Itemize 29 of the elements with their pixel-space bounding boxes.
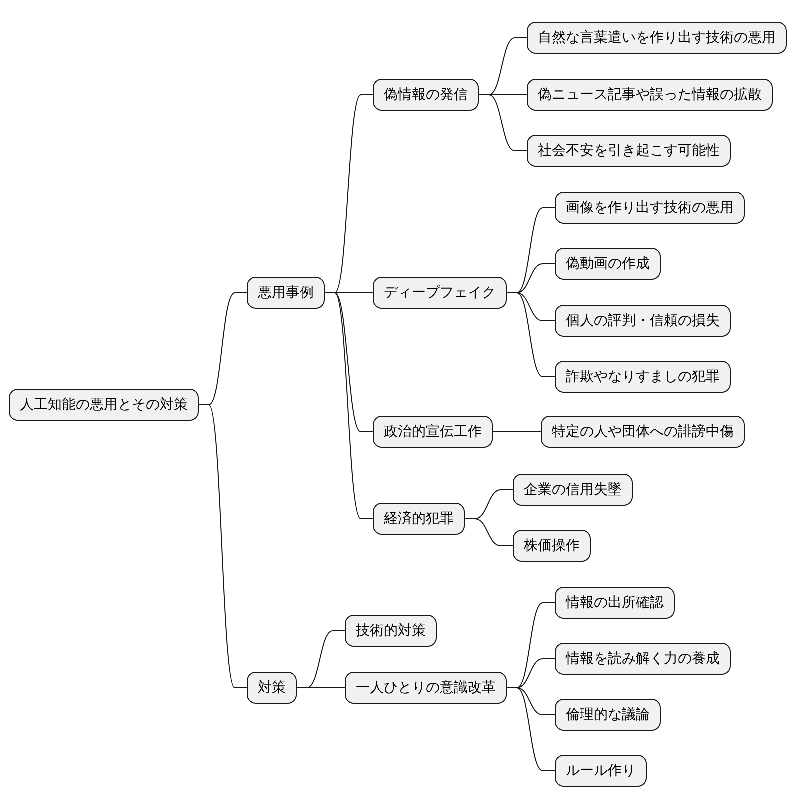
connector-line [464, 518, 514, 546]
topic-box: 人工知能の悪用とその対策 [9, 389, 199, 421]
topic-box: 詐欺やなりすましの犯罪 [555, 361, 731, 393]
connector-line [198, 404, 248, 688]
topic-box: 倫理的な議論 [555, 699, 661, 731]
topic-box: 画像を作り出す技術の悪用 [555, 192, 745, 224]
connector-line [506, 292, 556, 378]
topic-box: 偽ニュース記事や誤った情報の拡散 [527, 79, 773, 111]
topic-box: 特定の人や団体への誹謗中傷 [541, 416, 745, 448]
topic-box: ディープフェイク [373, 277, 507, 309]
topic-box: 悪用事例 [247, 277, 325, 309]
topic-box: 偽情報の発信 [373, 79, 479, 111]
topic-box: 政治的宣伝工作 [373, 416, 493, 448]
connector-line [478, 94, 528, 152]
topic-box: 情報の出所確認 [555, 587, 675, 619]
topic-box: 対策 [247, 672, 297, 704]
topic-box: 情報を読み解く力の養成 [555, 643, 731, 675]
topic-box: 偽動画の作成 [555, 248, 661, 280]
topic-box: 自然な言葉遣いを作り出す技術の悪用 [527, 22, 787, 54]
topic-box: 経済的犯罪 [373, 503, 465, 535]
connector-line [506, 688, 556, 772]
topic-box: 社会不安を引き起こす可能性 [527, 135, 731, 167]
topic-box: 技術的対策 [345, 615, 437, 647]
connector-line [324, 292, 374, 520]
topic-box: 個人の評判・信頼の損失 [555, 305, 731, 337]
topic-box: 一人ひとりの意識改革 [345, 672, 507, 704]
topic-box: ルール作り [555, 755, 647, 787]
topic-box: 株価操作 [513, 530, 591, 562]
topic-box: 企業の信用失墜 [513, 474, 633, 506]
